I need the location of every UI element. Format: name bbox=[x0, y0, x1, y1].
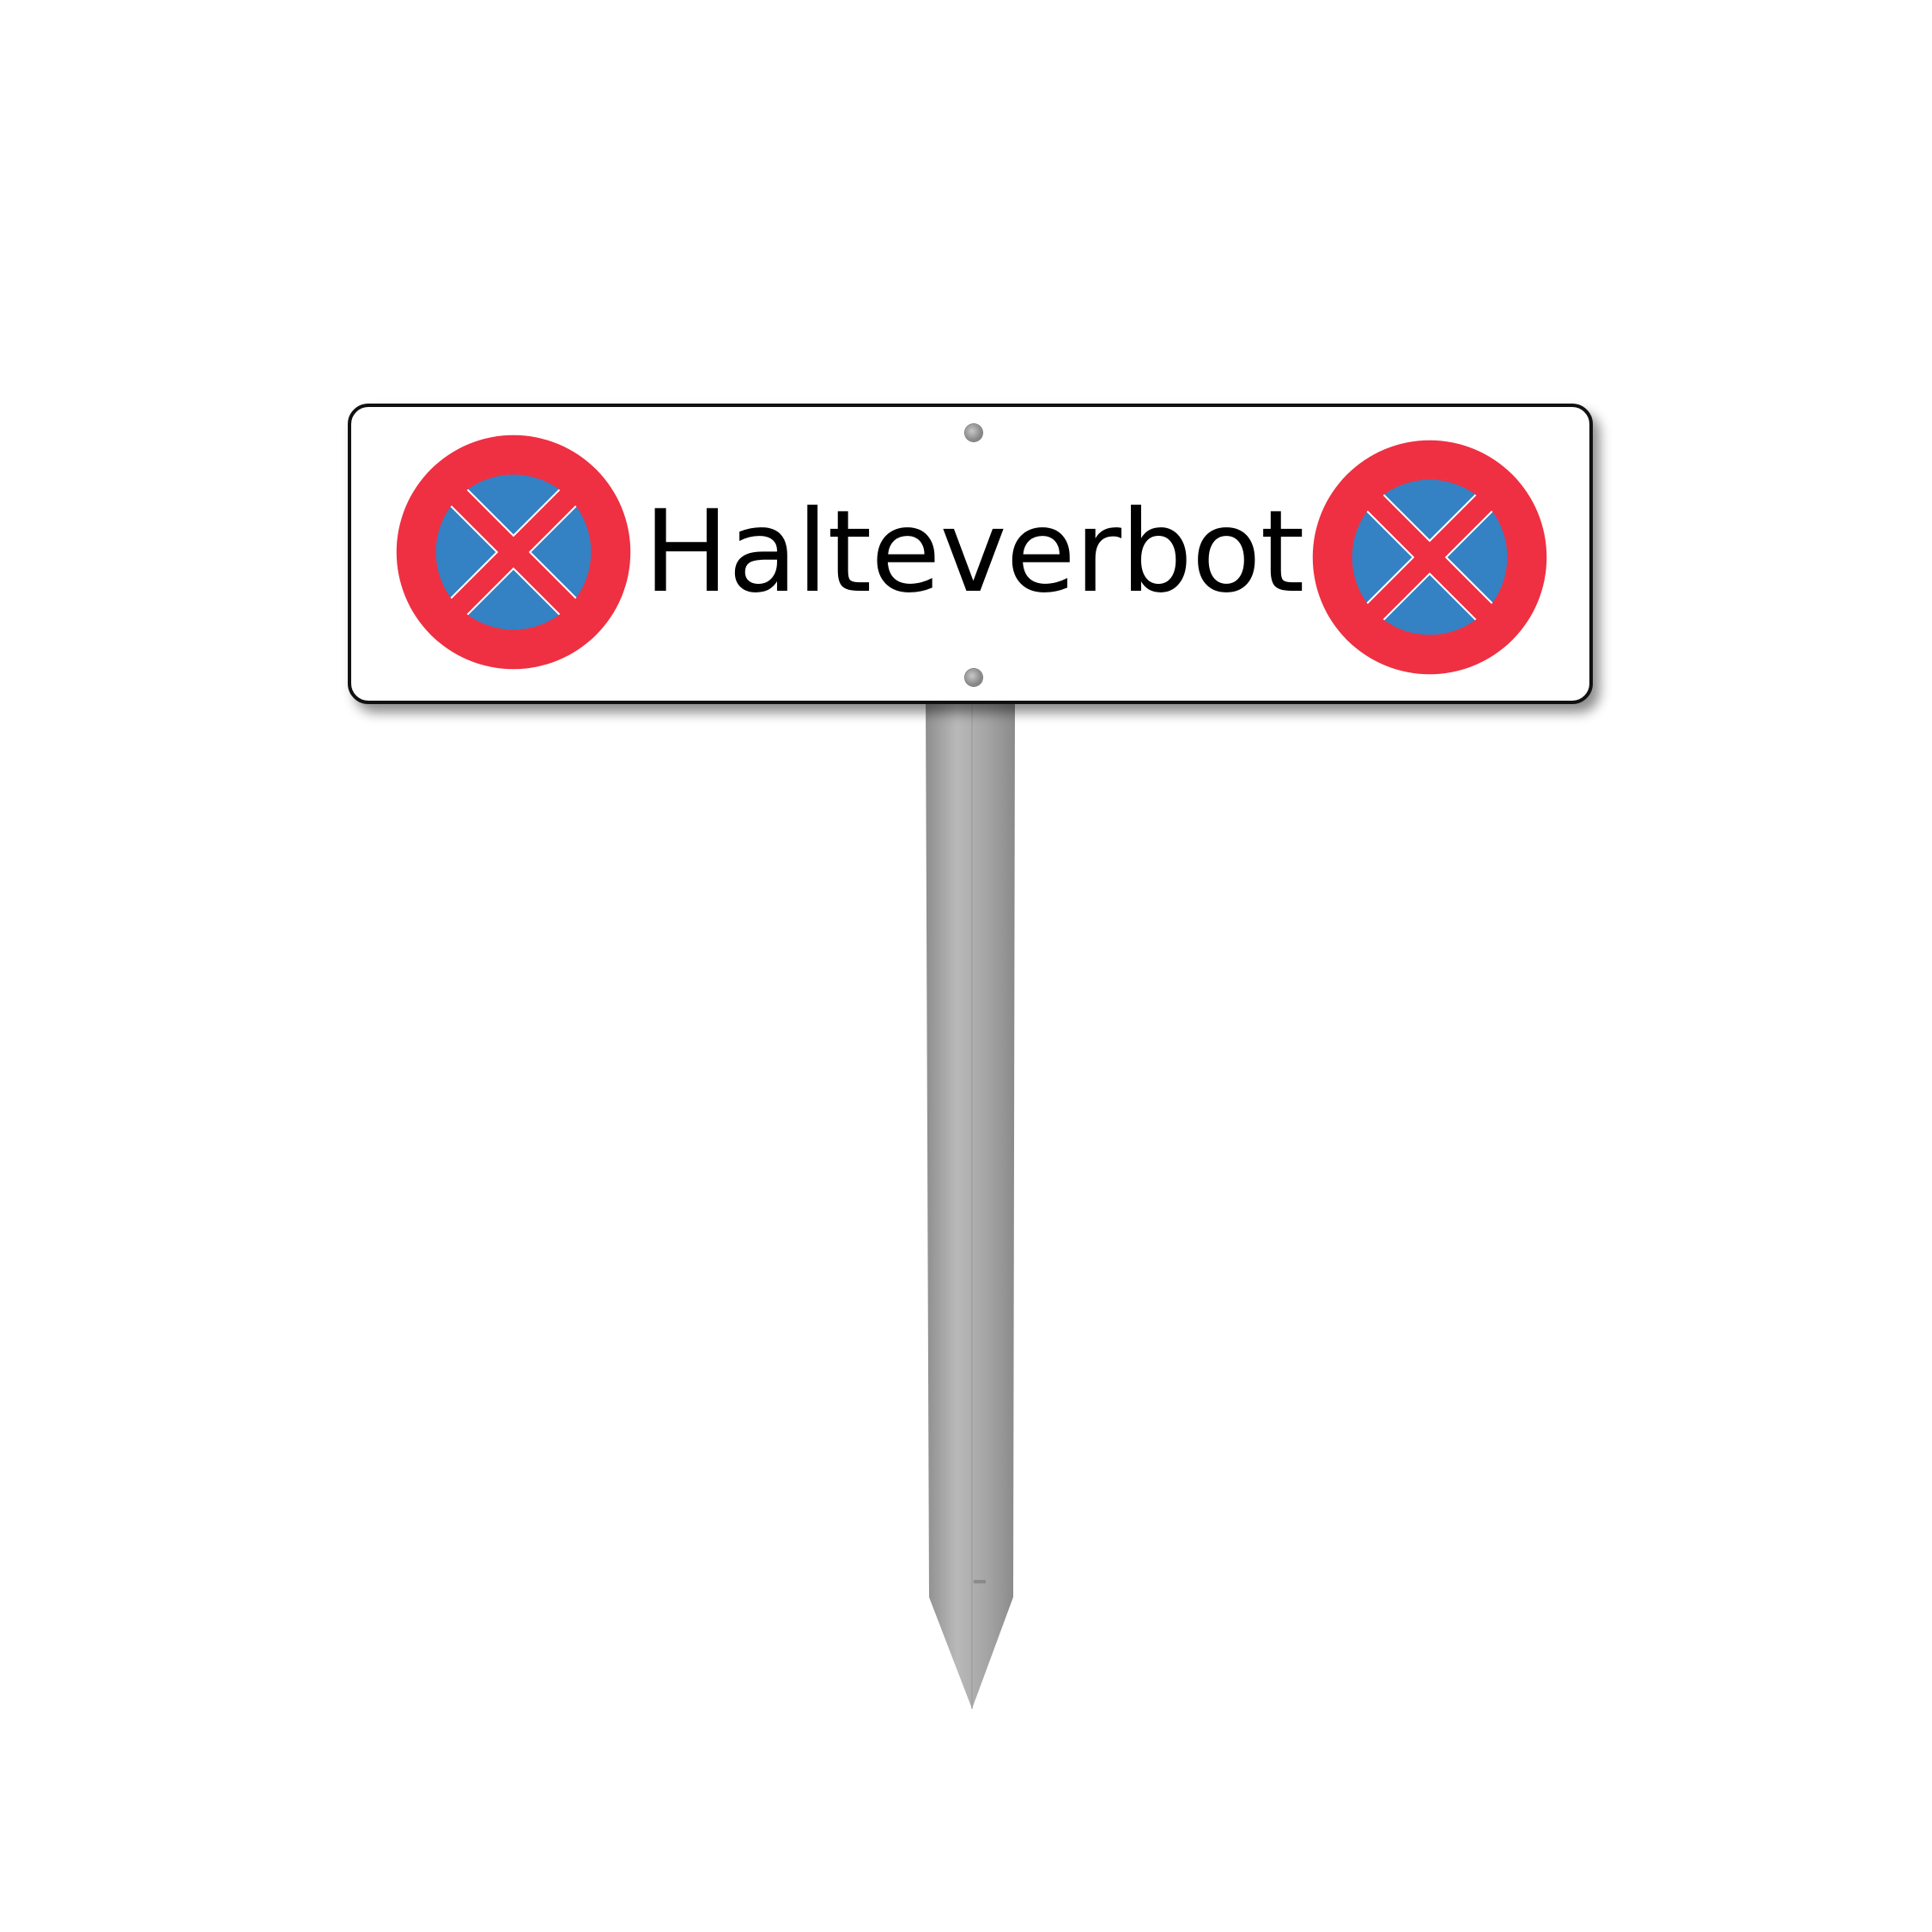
no-stopping-sign-icon bbox=[396, 434, 631, 670]
screw-icon bbox=[965, 669, 982, 686]
metal-stake bbox=[926, 696, 1015, 1709]
no-stopping-sign-icon bbox=[1312, 440, 1547, 675]
sign-board: Halteverbot bbox=[348, 404, 1593, 704]
sign-text: Halteverbot bbox=[643, 486, 1305, 618]
screw-icon bbox=[965, 424, 982, 441]
